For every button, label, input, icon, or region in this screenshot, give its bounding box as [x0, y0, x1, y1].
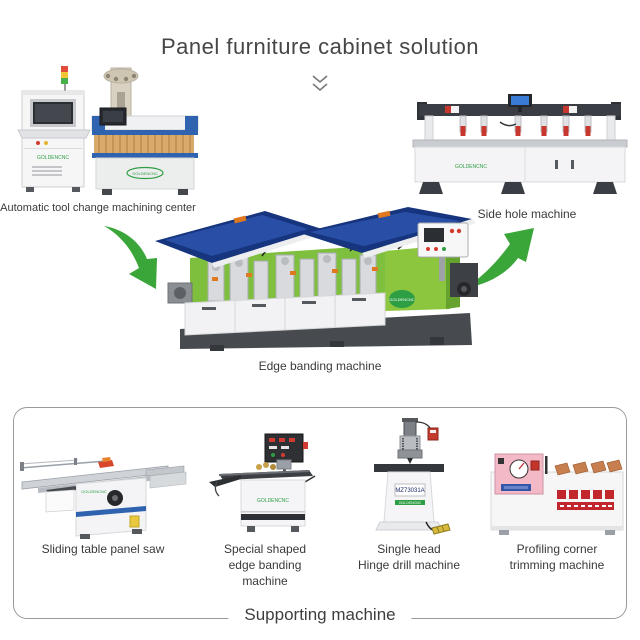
panel-saw-label: Sliding table panel saw	[41, 542, 165, 556]
flow-arrow-right-icon	[460, 222, 540, 294]
side-hole-gantry	[417, 94, 621, 145]
clamps	[459, 115, 592, 136]
drill-head	[397, 418, 439, 464]
edge-bander-base	[180, 313, 472, 351]
brand-logo-text: GOLDENCNC	[455, 164, 487, 170]
supporting-section-title: Supporting machine	[228, 605, 412, 625]
cnc-router: GOLDENCNC	[91, 67, 199, 195]
trimmer-red-label	[557, 490, 614, 510]
panel-saw-image: GOLDENCNC	[18, 424, 188, 544]
special-body: GOLDENCNC	[240, 479, 306, 532]
edge-bander-lids	[155, 207, 476, 268]
corner-trimmer-image	[487, 448, 627, 540]
trimmer-top-strips	[545, 456, 623, 476]
special-edge-bander-image: GOLDENCNC	[207, 430, 322, 535]
hinge-drill-model-text: MZ73031A	[395, 488, 424, 494]
brand-logo-text: GOLDENCNC	[132, 171, 158, 176]
hinge-drill-label-line1: Single head	[377, 542, 441, 556]
saw-cabinet: GOLDENCNC	[45, 477, 147, 539]
control-cabinet: GOLDENCNC	[17, 90, 91, 192]
special-edge-bander-label-line2: edge banding machine	[228, 558, 302, 588]
edge-bander-label: Edge banding machine	[258, 359, 382, 373]
corner-trimmer-label-line2: trimming machine	[509, 558, 605, 572]
atc-machining-center-image: GOLDENCNC	[8, 64, 203, 199]
edge-bander-control-panel: GOLDENCNC	[389, 222, 478, 308]
trimmer-control-panel	[494, 453, 544, 495]
brand-logo-text: GOLDENCNC	[257, 498, 289, 504]
flow-arrow-left-icon	[92, 222, 172, 294]
special-table	[209, 459, 316, 497]
side-hole-machine-label: Side hole machine	[477, 207, 577, 221]
drill-table-pedestal: MZ73031A GOLDENCNC	[374, 464, 444, 531]
foot-pedal	[425, 521, 451, 535]
double-chevron-down-icon	[308, 74, 332, 92]
edge-banding-machine-image: GOLDENCNC	[150, 203, 480, 355]
side-hole-machine-image: GOLDENCNC	[405, 94, 635, 199]
edge-bander-drawers	[184, 292, 386, 336]
hinge-drill-image: MZ73031A GOLDENCNC	[354, 418, 464, 543]
atc-machine-label: Automatic tool change machining center	[0, 202, 196, 214]
signal-tower-icon	[61, 66, 68, 92]
brand-logo-text: GOLDENCNC	[81, 489, 107, 494]
brand-logo-text: GOLDENCNC	[389, 297, 415, 302]
brand-logo-text: GOLDENCNC	[37, 155, 69, 161]
corner-trimmer-label-line1: Profiling corner	[516, 542, 598, 556]
page-title: Panel furniture cabinet solution	[160, 34, 480, 59]
special-edge-bander-label-line1: Special shaped	[223, 542, 307, 556]
side-hole-body: GOLDENCNC	[412, 139, 628, 194]
brand-logo-text: GOLDENCNC	[399, 501, 422, 505]
hinge-drill-label-line2: Hinge drill machine	[357, 558, 461, 572]
